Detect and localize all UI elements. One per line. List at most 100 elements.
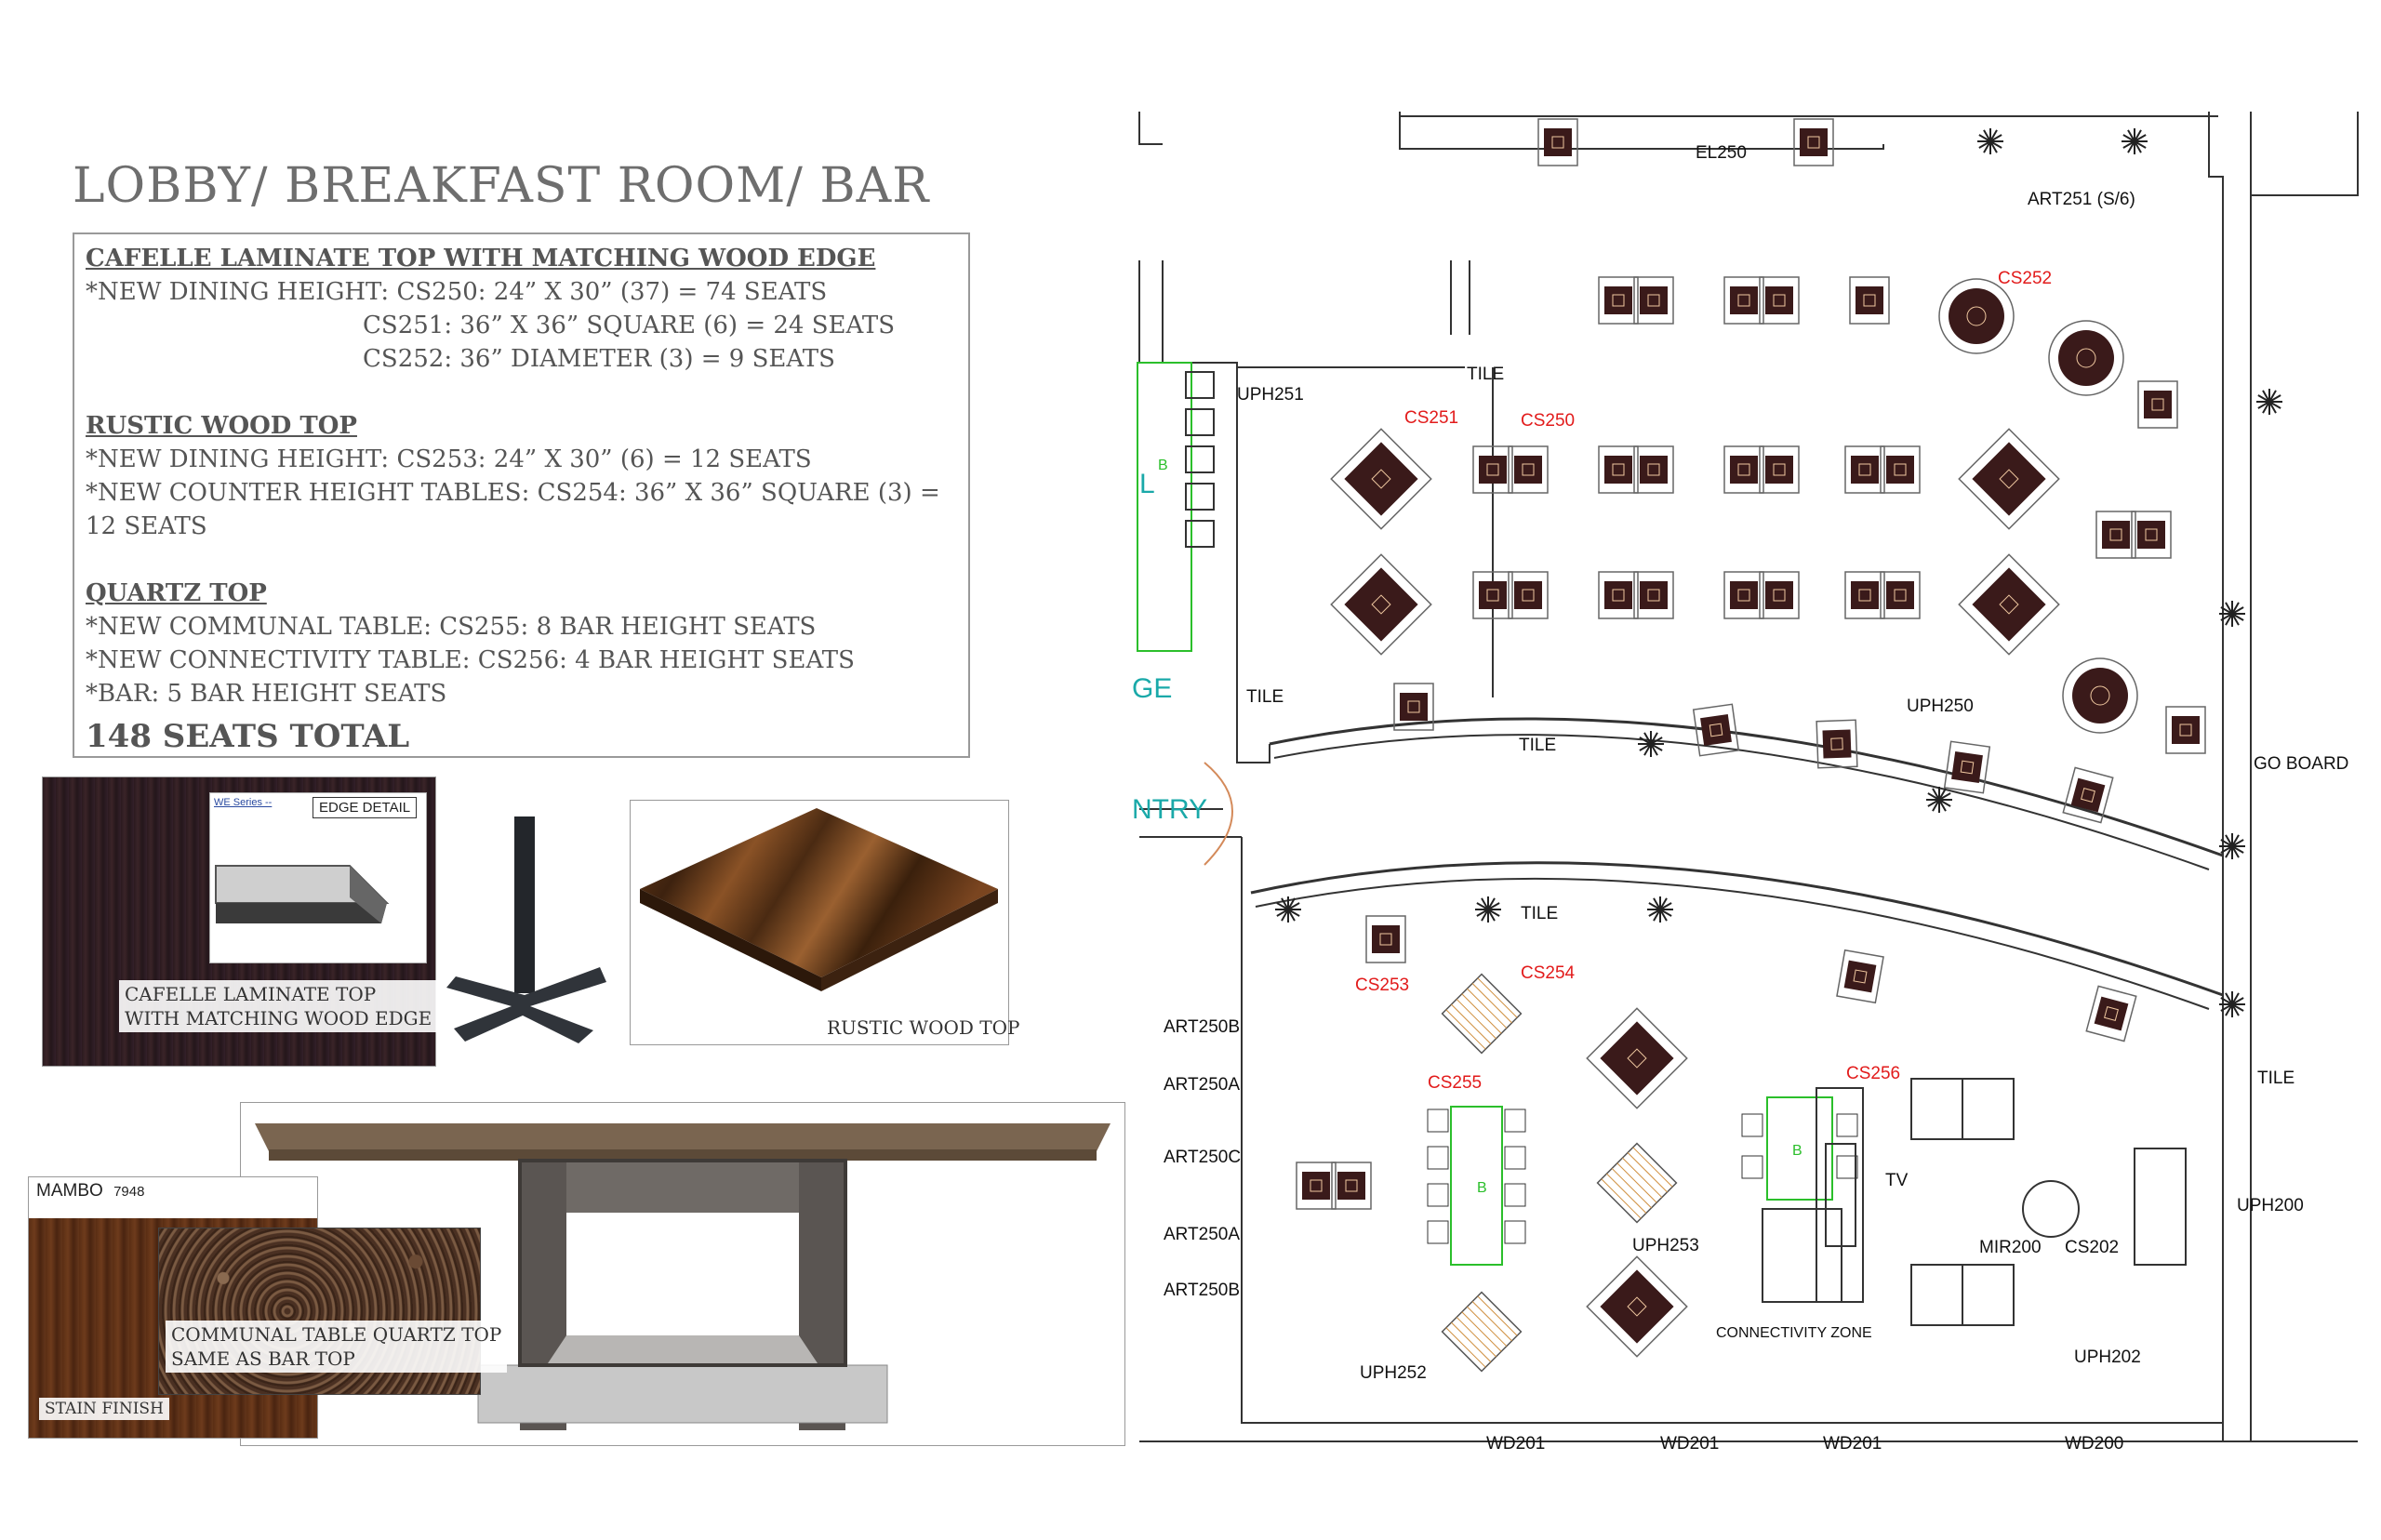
label-art250b: ART250B — [1164, 1017, 1240, 1037]
dining-table — [2095, 511, 2136, 559]
plan-green-zones — [1137, 362, 1833, 1266]
label-mir200: MIR200 — [1979, 1238, 2042, 1257]
bar-stool — [1504, 1146, 1526, 1170]
label-cs251: CS251 — [1404, 408, 1458, 428]
square-table — [1958, 553, 2060, 656]
label-cs253: CS253 — [1355, 976, 1409, 995]
bar-stool — [1741, 1113, 1763, 1137]
round-table — [2062, 657, 2138, 734]
label-tile: TILE — [1246, 687, 1284, 707]
planter-icon — [1275, 896, 1301, 923]
dining-table — [1508, 445, 1549, 494]
spec-line: *NEW COMMUNAL TABLE: CS255: 8 BAR HEIGHT… — [86, 613, 817, 641]
laminate-caption-line: CAFELLE LAMINATE TOP — [125, 983, 377, 1005]
dining-table — [1723, 276, 1764, 325]
dining-table — [1472, 445, 1513, 494]
booth-seats — [1185, 371, 1215, 548]
label-cs202: CS202 — [2065, 1238, 2119, 1257]
spec-heading-laminate: CAFELLE LAMINATE TOP WITH MATCHING WOOD … — [86, 245, 876, 272]
label-art250c: ART250C — [1164, 1148, 1241, 1167]
square-table — [1330, 428, 1432, 530]
planter-icon — [2219, 833, 2245, 859]
dining-table — [1793, 118, 1834, 166]
dining-table — [1633, 571, 1674, 619]
planter-icon — [1475, 896, 1501, 923]
label-cs254: CS254 — [1521, 963, 1576, 983]
label-tile: TILE — [1467, 365, 1504, 384]
bar-stool — [1741, 1155, 1763, 1179]
counter-table — [1441, 973, 1523, 1055]
dining-table — [2085, 985, 2137, 1042]
planter-icon — [2219, 601, 2245, 627]
laminate-caption-line: WITH MATCHING WOOD EDGE — [125, 1007, 432, 1029]
spec-line: CS251: 36” X 36” SQUARE (6) = 24 SEATS — [363, 312, 896, 339]
table-base-drawing — [446, 816, 606, 1043]
dining-table — [1692, 703, 1740, 757]
dining-table — [1723, 445, 1764, 494]
spec-line: *BAR: 5 BAR HEIGHT SEATS — [86, 680, 447, 708]
dining-table — [1598, 276, 1639, 325]
label-ntry: NTRY — [1132, 794, 1207, 825]
dining-table — [1880, 445, 1921, 494]
laminate-caption: CAFELLE LAMINATE TOP WITH MATCHING WOOD … — [119, 980, 438, 1032]
dining-table — [2131, 511, 2172, 559]
square-table — [1586, 1007, 1688, 1109]
label-cs256: CS256 — [1846, 1064, 1900, 1083]
label-cs252: CS252 — [1998, 269, 2052, 288]
dining-table — [1849, 276, 1890, 325]
dining-table — [1365, 915, 1406, 963]
label-art250b: ART250B — [1164, 1281, 1240, 1300]
bar-stool — [1504, 1109, 1526, 1133]
bar-mark: B — [1477, 1180, 1487, 1196]
bar-stool — [1504, 1220, 1526, 1244]
stain-caption: STAIN FINISH — [39, 1398, 169, 1420]
edge-detail-sheet: WE Series -- EDGE DETAIL — [209, 792, 427, 963]
round-table — [2048, 320, 2124, 396]
seats-total: 148 SEATS TOTAL — [86, 718, 410, 755]
planter-icon — [1647, 896, 1673, 923]
square-table — [1958, 428, 2060, 530]
dining-table — [1844, 445, 1885, 494]
label-el250: EL250 — [1696, 143, 1747, 163]
label-uph250: UPH250 — [1907, 697, 1974, 716]
label-tile: TILE — [2257, 1069, 2295, 1088]
label-uph253: UPH253 — [1632, 1236, 1699, 1255]
label-uph252: UPH252 — [1360, 1363, 1427, 1383]
dining-table — [2137, 380, 2178, 429]
planter-icon — [2219, 991, 2245, 1017]
label-tv: TV — [1885, 1171, 1909, 1190]
label-wd201: WD201 — [1486, 1434, 1545, 1454]
spec-line: *NEW COUNTER HEIGHT TABLES: CS254: 36” X… — [86, 479, 940, 540]
label-wd200: WD200 — [2065, 1434, 2123, 1454]
dining-table — [1816, 719, 1858, 769]
rustic-caption: RUSTIC WOOD TOP — [827, 1016, 1020, 1039]
floor-plan-svg: BBB EL250 ART251 (S/6) CS252 UPH251 CS25… — [1132, 112, 2359, 1454]
dining-table — [1331, 1162, 1372, 1210]
label-art250a: ART250A — [1164, 1075, 1240, 1095]
label-wd201: WD201 — [1660, 1434, 1719, 1454]
dining-table — [1759, 571, 1800, 619]
dining-table — [1880, 571, 1921, 619]
dining-table — [2165, 706, 2206, 754]
bar-mark: B — [1792, 1143, 1802, 1159]
dining-table — [1393, 683, 1434, 731]
mambo-code: 7948 — [113, 1184, 145, 1200]
mambo-name: MAMBO — [36, 1181, 103, 1201]
entry-door — [1204, 762, 1233, 866]
square-table — [1330, 553, 1432, 656]
label-cs250: CS250 — [1521, 411, 1575, 431]
label-connectivity-zone: CONNECTIVITY ZONE — [1716, 1325, 1872, 1341]
dining-table — [1296, 1162, 1337, 1210]
edge-detail-label: EDGE DETAIL — [313, 797, 418, 818]
page-title: LOBBY/ BREAKFAST ROOM/ BAR — [73, 158, 930, 214]
spec-line: *NEW CONNECTIVITY TABLE: CS256: 4 BAR HE… — [86, 646, 855, 674]
square-table — [1586, 1255, 1688, 1358]
planter-icon — [2122, 128, 2148, 154]
spec-heading-rustic: RUSTIC WOOD TOP — [86, 412, 357, 440]
bar-stool — [1836, 1155, 1858, 1179]
spec-line: *NEW DINING HEIGHT: CS253: 24” X 30” (6)… — [86, 445, 812, 473]
quartz-caption-line: COMMUNAL TABLE QUARTZ TOP — [171, 1323, 502, 1346]
rustic-sample — [630, 800, 1009, 1045]
label-art251: ART251 (S/6) — [2028, 190, 2135, 209]
